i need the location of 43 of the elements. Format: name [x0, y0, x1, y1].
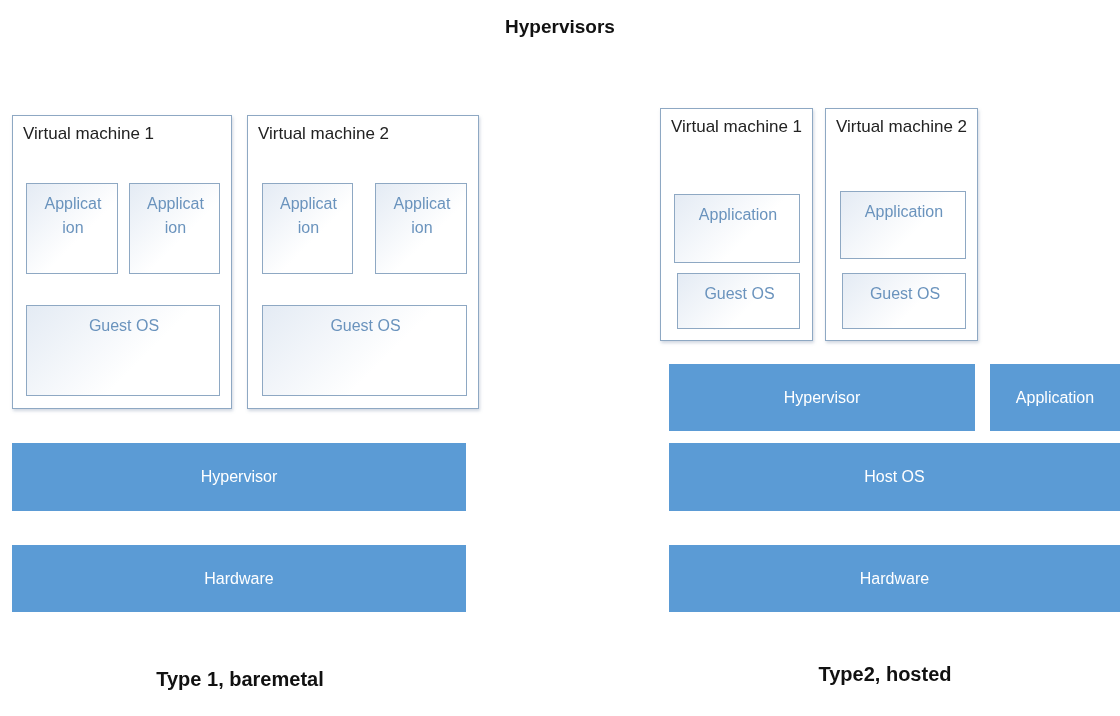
node-label: Virtual machine 1 [23, 124, 156, 145]
component-box [26, 305, 220, 396]
node-label: Hypervisor [200, 468, 278, 486]
node-label: Guest OS [868, 284, 942, 304]
node-label: Hardware [859, 569, 930, 588]
diagram-title: Hypervisors [505, 16, 615, 38]
node-label: Applicat ion [146, 194, 205, 238]
node-label: Host OS [864, 468, 925, 486]
node-label: Virtual machine 2 [258, 124, 391, 145]
component-box [26, 183, 118, 274]
node-label: Guest OS [329, 316, 402, 336]
component-box [674, 194, 800, 263]
node-label: Application [863, 202, 945, 222]
type-caption: Type2, hosted [818, 663, 952, 686]
node-label: Applicat ion [279, 194, 338, 238]
node-label: Virtual machine 2 [836, 117, 969, 138]
node-label: Applicat ion [392, 194, 452, 238]
component-box [840, 191, 966, 259]
layer-bar [669, 443, 1120, 511]
virtual-machine-box [12, 115, 232, 409]
type-caption: Type 1, baremetal [156, 668, 324, 691]
node-label: Application [1015, 388, 1095, 407]
layer-bar [12, 545, 466, 612]
node-label: Guest OS [87, 316, 161, 336]
component-box [262, 305, 467, 396]
layer-bar [669, 364, 975, 431]
node-label: Virtual machine 1 [671, 117, 804, 138]
component-box [375, 183, 467, 274]
layer-bar [990, 364, 1120, 431]
node-label: Hardware [204, 569, 274, 588]
node-label: Guest OS [703, 284, 776, 304]
layer-bar [12, 443, 466, 511]
component-box [842, 273, 966, 329]
node-label: Application [697, 205, 779, 225]
virtual-machine-box [825, 108, 978, 341]
node-label: Applicat ion [43, 194, 103, 238]
layer-bar [669, 545, 1120, 612]
virtual-machine-box [247, 115, 479, 409]
component-box [677, 273, 800, 329]
node-label: Hypervisor [783, 388, 861, 407]
component-box [129, 183, 220, 274]
component-box [262, 183, 353, 274]
virtual-machine-box [660, 108, 813, 341]
